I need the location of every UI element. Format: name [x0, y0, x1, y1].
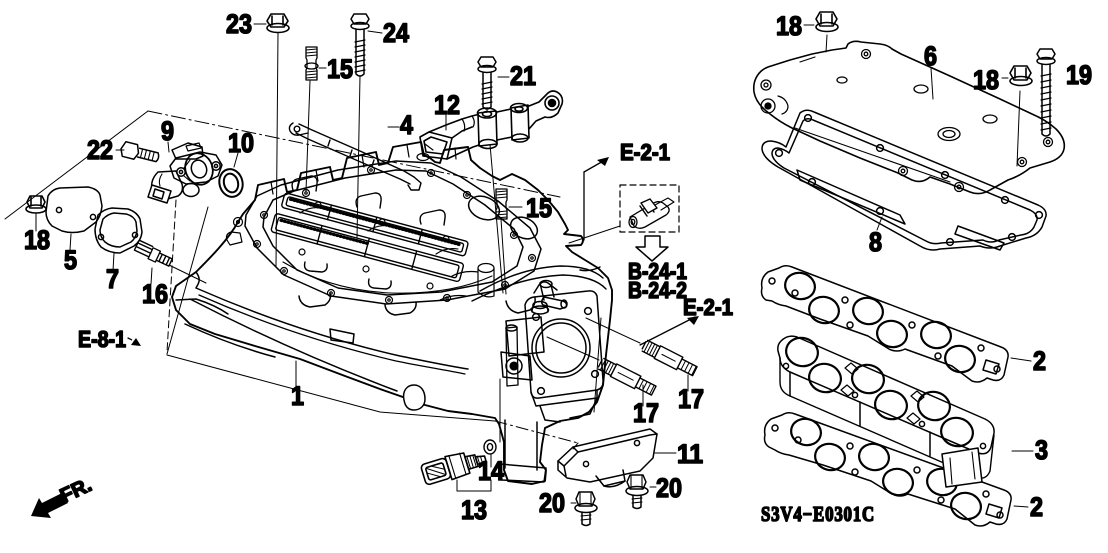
svg-text:18: 18: [776, 11, 802, 41]
svg-text:E-2-1: E-2-1: [620, 139, 670, 165]
svg-text:B-24-1: B-24-1: [628, 258, 687, 284]
svg-text:18: 18: [24, 225, 50, 255]
svg-text:14: 14: [478, 456, 504, 486]
svg-text:2: 2: [1033, 346, 1046, 376]
svg-text:22: 22: [87, 135, 113, 165]
svg-text:9: 9: [161, 116, 174, 146]
svg-text:5: 5: [64, 245, 77, 275]
svg-text:17: 17: [633, 398, 659, 428]
svg-text:E-2-1: E-2-1: [683, 294, 733, 320]
svg-text:16: 16: [142, 279, 168, 309]
svg-text:12: 12: [434, 90, 460, 120]
svg-text:B-24-2: B-24-2: [628, 277, 687, 303]
svg-text:4: 4: [400, 110, 413, 140]
svg-text:24: 24: [383, 18, 409, 48]
svg-text:20: 20: [539, 488, 565, 518]
svg-text:21: 21: [510, 61, 536, 91]
svg-text:S3V4−E0301C: S3V4−E0301C: [761, 502, 875, 526]
svg-text:7: 7: [106, 264, 119, 294]
svg-text:13: 13: [461, 495, 487, 525]
svg-text:11: 11: [677, 439, 703, 469]
svg-text:19: 19: [1066, 60, 1092, 90]
svg-text:15: 15: [327, 54, 353, 84]
svg-text:1: 1: [291, 381, 304, 411]
svg-text:2: 2: [1030, 492, 1043, 522]
svg-text:17: 17: [678, 384, 704, 414]
svg-text:15: 15: [526, 193, 552, 223]
svg-text:20: 20: [656, 473, 682, 503]
svg-text:10: 10: [228, 128, 254, 158]
svg-text:23: 23: [226, 9, 252, 39]
svg-text:18: 18: [973, 65, 999, 95]
svg-text:6: 6: [924, 41, 937, 71]
svg-text:3: 3: [1035, 435, 1048, 465]
svg-text:8: 8: [869, 227, 882, 257]
svg-text:E-8-1: E-8-1: [78, 326, 126, 352]
